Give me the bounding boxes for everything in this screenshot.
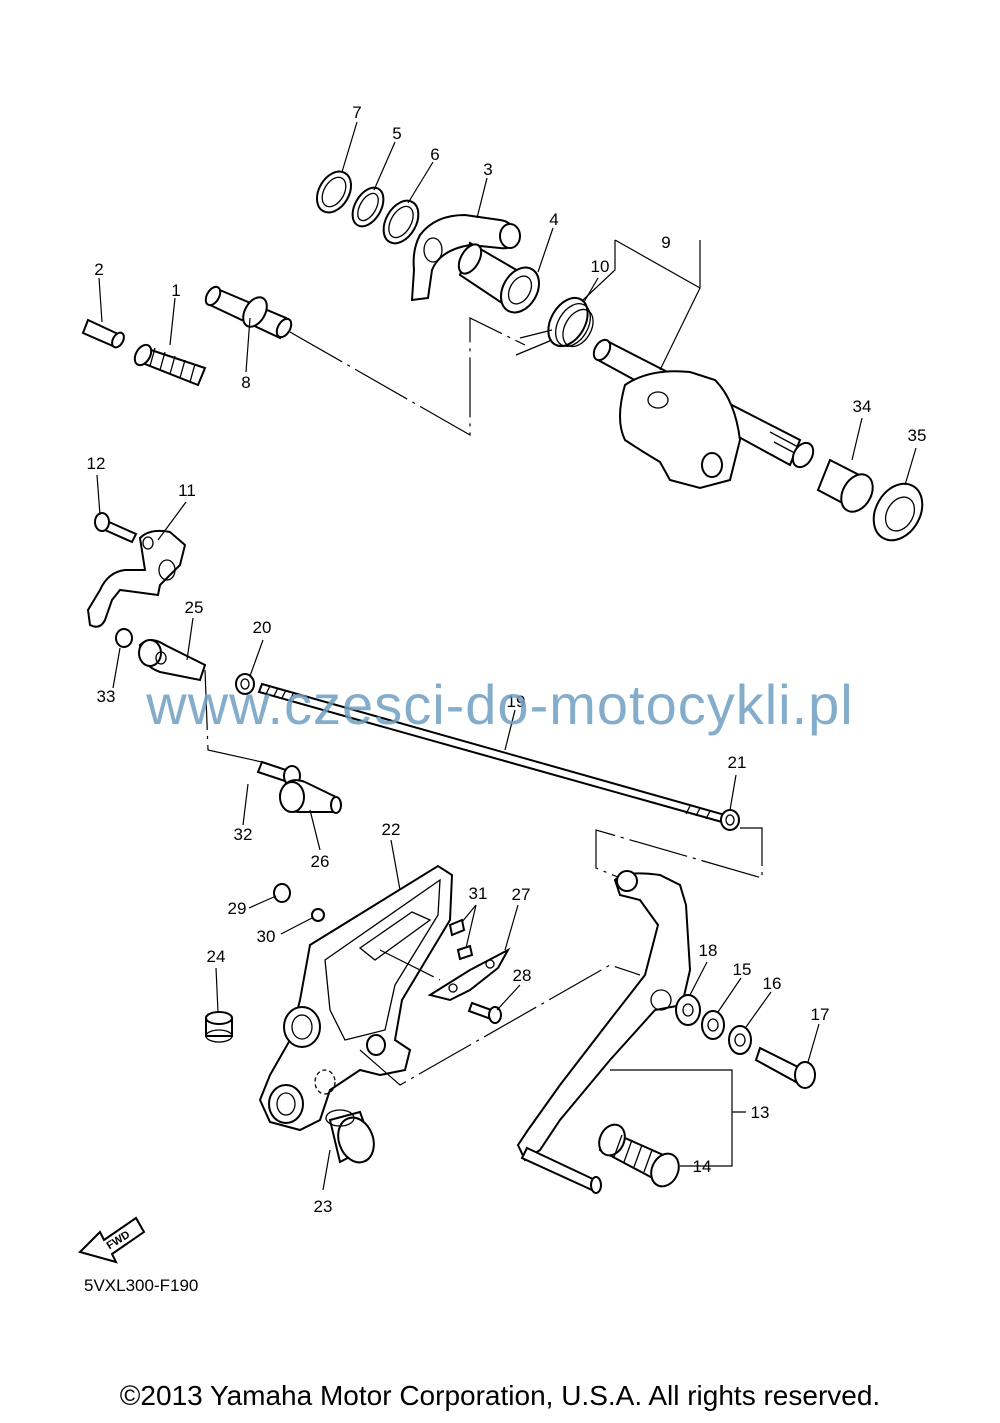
label-35: 35 (908, 426, 927, 445)
assembly-line-middle (204, 669, 263, 763)
part-16-washer (728, 1025, 752, 1055)
part-11-shift-arm (86, 529, 187, 628)
label-17: 17 (811, 1005, 830, 1024)
part-12-bolt (94, 512, 138, 544)
label-31: 31 (469, 884, 488, 903)
label-30: 30 (257, 927, 276, 946)
part-19-shift-rod (257, 682, 727, 824)
label-12: 12 (87, 454, 106, 473)
part-23-collar (325, 1109, 375, 1164)
part-29-nut (273, 883, 291, 903)
label-5: 5 (392, 124, 401, 143)
label-26: 26 (311, 852, 330, 871)
label-15: 15 (733, 960, 752, 979)
assembly-line-upper (289, 317, 526, 437)
part-10-spring (515, 296, 594, 356)
part-35-oil-seal (872, 482, 924, 542)
part-3-shift-arm (410, 213, 521, 302)
part-17-bolt (754, 1046, 816, 1089)
part-31-plate (448, 918, 474, 961)
part-2-pin (81, 318, 125, 349)
assembly-line-lower (359, 949, 641, 1086)
part-28-bolt (467, 1001, 502, 1024)
label-22: 22 (382, 820, 401, 839)
label-14: 14 (693, 1157, 712, 1176)
label-7: 7 (352, 103, 361, 122)
label-18: 18 (699, 941, 718, 960)
part-21-nut (720, 809, 740, 831)
label-27: 27 (512, 885, 531, 904)
label-10: 10 (591, 257, 610, 276)
label-25: 25 (185, 598, 204, 617)
leader-lines (96, 121, 917, 1191)
label-13: 13 (751, 1103, 770, 1122)
label-3: 3 (483, 160, 492, 179)
label-4: 4 (549, 210, 558, 229)
label-8: 8 (241, 373, 250, 392)
part-7-ring (315, 170, 353, 214)
part-5-circlip (351, 186, 385, 228)
label-21: 21 (728, 753, 747, 772)
part-8-stud-bolt (204, 285, 293, 340)
part-20-nut (235, 673, 255, 695)
part-22-footrest-bracket (258, 864, 454, 1132)
part-18-washer (675, 994, 701, 1026)
part-labels: 7 5 6 3 4 9 10 2 1 8 34 35 12 11 25 20 3… (87, 103, 927, 1216)
label-9: 9 (661, 233, 670, 252)
label-33: 33 (97, 687, 116, 706)
part-33-nut (115, 628, 133, 648)
part-34-collar (816, 458, 874, 513)
part-30-washer (311, 908, 325, 922)
label-11: 11 (178, 481, 196, 500)
part-4-collar (457, 241, 540, 314)
part-9-shift-shaft (592, 338, 815, 490)
label-34: 34 (853, 397, 872, 416)
label-29: 29 (228, 899, 247, 918)
assembly-line-pedal (595, 827, 763, 879)
label-32: 32 (234, 825, 253, 844)
label-28: 28 (513, 966, 532, 985)
watermark-text: www.czesci-do-motocykli.pl (146, 673, 854, 736)
label-23: 23 (314, 1197, 333, 1216)
label-2: 2 (94, 260, 103, 279)
part-26-rod-end (278, 779, 342, 814)
copyright-notice: ©2013 Yamaha Motor Corporation, U.S.A. A… (119, 1380, 881, 1411)
diagram-code: 5VXL300-F190 (84, 1276, 199, 1295)
part-1-spring (133, 343, 207, 387)
label-19: 19 (507, 692, 526, 711)
fwd-arrow-icon: FWD (78, 1216, 146, 1264)
part-6-washer (382, 199, 420, 245)
label-20: 20 (253, 618, 272, 637)
label-1: 1 (171, 281, 180, 300)
part-25-rod-end (138, 639, 207, 682)
part-14-pedal-rubber (598, 1123, 680, 1188)
part-27-plate (427, 947, 511, 1002)
label-16: 16 (763, 974, 782, 993)
part-24-damper (205, 1011, 233, 1043)
label-24: 24 (207, 947, 226, 966)
part-15-washer (701, 1010, 725, 1040)
label-6: 6 (430, 145, 439, 164)
